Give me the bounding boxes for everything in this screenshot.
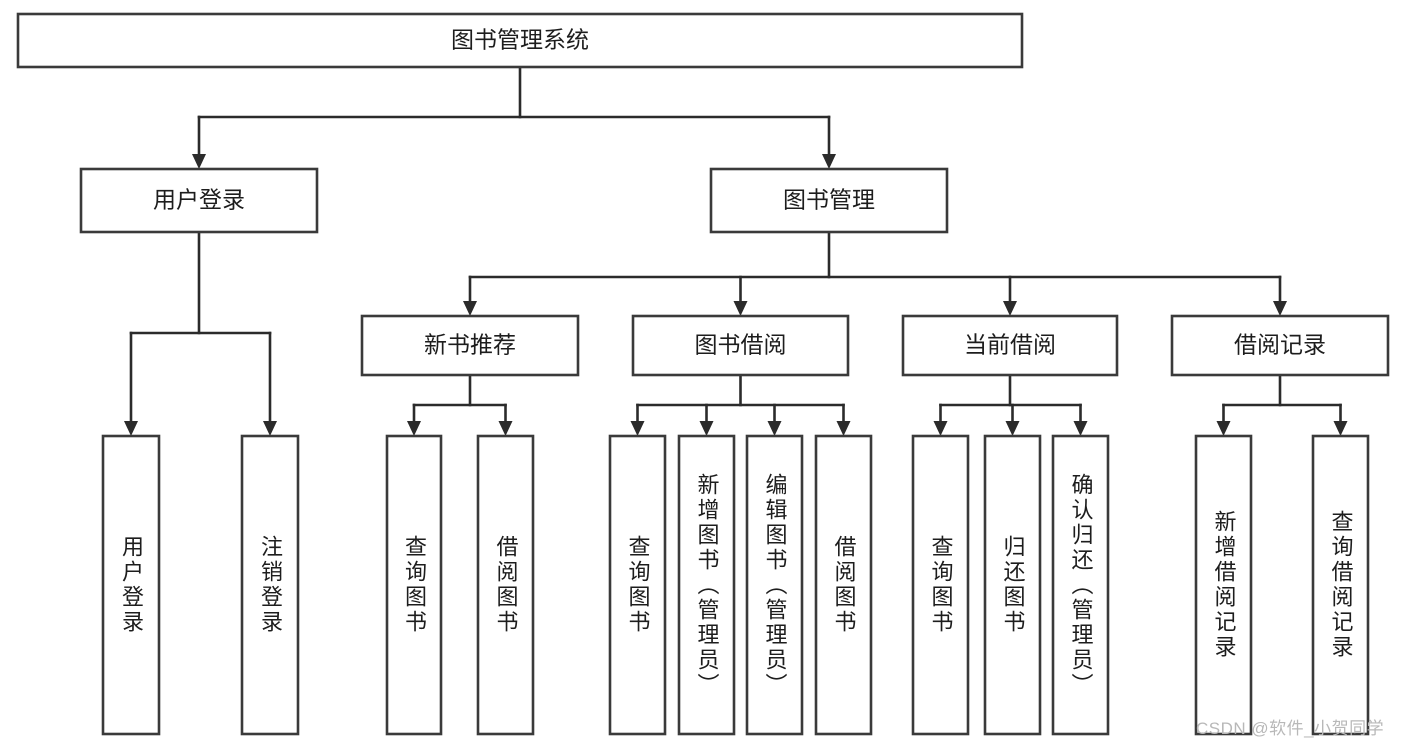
node-box-leaf-return-book[interactable]	[983, 434, 1042, 736]
node-box-leaf-logout[interactable]	[240, 434, 300, 736]
node-label-book-borrow: 图书借阅	[695, 332, 787, 358]
arrow-leaf-leaf-logout-head	[263, 421, 277, 436]
node-box-leaf-borrow-book-1[interactable]	[476, 434, 535, 736]
node-box-leaf-confirm-return[interactable]	[1051, 434, 1110, 736]
arrow-l3-borrow-record-head	[1273, 301, 1287, 316]
node-box-leaf-edit-book[interactable]	[745, 434, 804, 736]
arrow-leaf-leaf-user-login-head	[124, 421, 138, 436]
node-label-book-management: 图书管理	[783, 187, 875, 213]
arrow-leaf-leaf-add-book-head	[699, 421, 714, 436]
node-label-current-borrow: 当前借阅	[964, 332, 1056, 358]
node-box-leaf-query-book-2[interactable]	[608, 434, 667, 736]
node-box-leaf-borrow-book-2[interactable]	[814, 434, 873, 736]
arrow-l3-current-borrow-head	[1003, 301, 1017, 316]
arrow-l2-book-management-head	[822, 154, 836, 169]
node-box-user-login[interactable]	[79, 167, 319, 234]
node-box-book-management[interactable]	[709, 167, 949, 234]
arrow-leaf-leaf-query-book-1-head	[407, 421, 421, 436]
node-label-new-book-recommend: 新书推荐	[424, 332, 516, 358]
node-box-leaf-query-book-3[interactable]	[911, 434, 970, 736]
node-box-book-borrow[interactable]	[631, 314, 850, 377]
node-label-root: 图书管理系统	[451, 27, 589, 53]
arrow-leaf-leaf-add-record-head	[1216, 421, 1231, 436]
arrow-l2-user-login-head	[192, 154, 206, 169]
node-label-user-login: 用户登录	[153, 187, 245, 213]
node-box-leaf-query-record[interactable]	[1311, 434, 1370, 736]
arrow-leaf-leaf-query-book-2-head	[630, 421, 645, 436]
arrow-leaf-leaf-query-record-head	[1333, 421, 1348, 436]
arrow-leaf-leaf-borrow-book-2-head	[836, 421, 851, 436]
node-box-leaf-add-record[interactable]	[1194, 434, 1253, 736]
node-box-new-book-recommend[interactable]	[360, 314, 580, 377]
arrow-leaf-leaf-borrow-book-1-head	[498, 421, 513, 436]
node-box-current-borrow[interactable]	[901, 314, 1119, 377]
node-box-leaf-add-book[interactable]	[677, 434, 736, 736]
node-box-borrow-record[interactable]	[1170, 314, 1390, 377]
arrow-leaf-leaf-return-book-head	[1005, 421, 1020, 436]
node-box-root[interactable]	[16, 12, 1024, 69]
arrow-leaf-leaf-query-book-3-head	[933, 421, 948, 436]
connector-layer	[124, 65, 1348, 436]
node-box-leaf-user-login[interactable]	[101, 434, 161, 736]
watermark: CSDN @软件_小贺同学	[1196, 719, 1385, 738]
arrow-l3-book-borrow-head	[733, 301, 748, 316]
arrow-leaf-leaf-edit-book-head	[767, 421, 782, 436]
arrow-l3-new-book-recommend-head	[463, 301, 477, 316]
node-box-leaf-query-book-1[interactable]	[385, 434, 443, 736]
box-layer	[16, 12, 1390, 736]
arrow-leaf-leaf-confirm-return-head	[1073, 421, 1088, 436]
node-label-borrow-record: 借阅记录	[1234, 332, 1326, 358]
